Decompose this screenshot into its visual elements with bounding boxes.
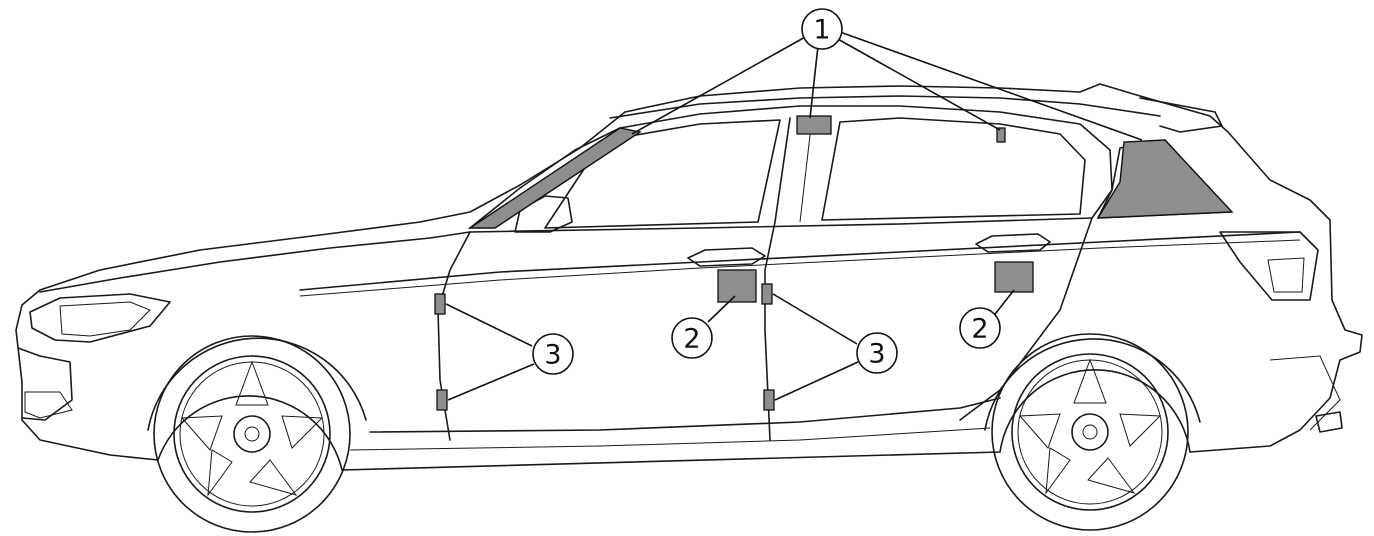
- rear-rim: [1011, 353, 1169, 511]
- leader-1-a-pillar: [631, 35, 808, 135]
- front-hub-center: [244, 426, 260, 442]
- rear-door-seal-lower: [763, 389, 775, 411]
- sill-line: [369, 397, 1001, 433]
- front-rim: [173, 355, 331, 513]
- body-outline: [15, 83, 1363, 471]
- headlight: [29, 293, 171, 343]
- quarter-glass-highlight: [1096, 139, 1234, 219]
- callout-1: 1: [801, 8, 843, 50]
- b-pillar-gap: [764, 117, 791, 441]
- front-rim-inner: [179, 361, 325, 507]
- rear-hub-center: [1082, 424, 1098, 440]
- rear-spokes: [1018, 358, 1162, 495]
- rear-spoiler: [1139, 97, 1223, 133]
- front-door-window: [544, 119, 781, 229]
- front-hub: [233, 415, 271, 453]
- leader-3b-lower: [774, 361, 859, 401]
- leader-1-b-pillar: [809, 45, 819, 119]
- fog-light: [24, 391, 73, 419]
- c-pillar-trim: [996, 127, 1006, 143]
- callout-2-rear-label: 2: [971, 314, 988, 345]
- front-spokes: [180, 360, 324, 497]
- rear-wheel-arch: [984, 338, 1201, 431]
- leader-lines: [445, 31, 1143, 401]
- callout-2-front-label: 2: [683, 324, 700, 355]
- headlight-inner: [59, 301, 151, 337]
- front-door-marker: [717, 269, 757, 303]
- exhaust: [1315, 411, 1343, 433]
- roof-line: [609, 95, 1161, 119]
- character-line: [299, 231, 1301, 291]
- rear-door-marker: [994, 261, 1034, 293]
- rear-wheel: [991, 333, 1189, 531]
- leader-3a-upper: [445, 303, 533, 347]
- callout-1-label: 1: [813, 15, 830, 46]
- leader-2-front: [707, 295, 736, 323]
- leader-3a-lower: [447, 363, 535, 401]
- hood-line: [39, 231, 471, 293]
- character-line-lower: [299, 239, 1301, 297]
- callout-2-front: 2: [671, 317, 713, 359]
- b-pillar-trim: [796, 115, 832, 135]
- leader-3b-upper: [772, 293, 858, 345]
- rear-tire: [991, 333, 1189, 531]
- rear-door-handle: [975, 233, 1051, 253]
- front-door-seal-lower: [436, 389, 448, 411]
- leader-2-rear: [991, 289, 1015, 319]
- rear-door-edge: [959, 217, 1093, 421]
- leader-1-quarter: [839, 31, 1143, 141]
- callout-3-front: 3: [532, 333, 574, 375]
- a-pillar-trim: [467, 127, 642, 229]
- callout-3-front-label: 3: [544, 340, 561, 371]
- callout-2-rear: 2: [959, 307, 1001, 349]
- b-pillar-inner: [799, 117, 813, 223]
- sill-lower: [349, 427, 991, 451]
- front-door-handle: [687, 247, 766, 267]
- front-door-seal-upper: [434, 293, 446, 315]
- highlighted-parts: [434, 115, 1234, 411]
- tail-light: [1219, 231, 1319, 301]
- front-tire: [153, 335, 351, 533]
- rear-door-seal-upper: [761, 283, 773, 305]
- front-wheel: [153, 335, 351, 533]
- rear-hub: [1071, 413, 1109, 451]
- tail-light-inner: [1267, 257, 1305, 293]
- window-frame: [469, 105, 1113, 233]
- rear-bumper-line: [1269, 355, 1341, 431]
- front-grille: [17, 347, 73, 421]
- leader-1-c-pillar: [835, 37, 1001, 131]
- callout-3-rear: 3: [856, 332, 898, 374]
- rear-door-window: [821, 117, 1086, 221]
- callout-3-rear-label: 3: [868, 339, 885, 370]
